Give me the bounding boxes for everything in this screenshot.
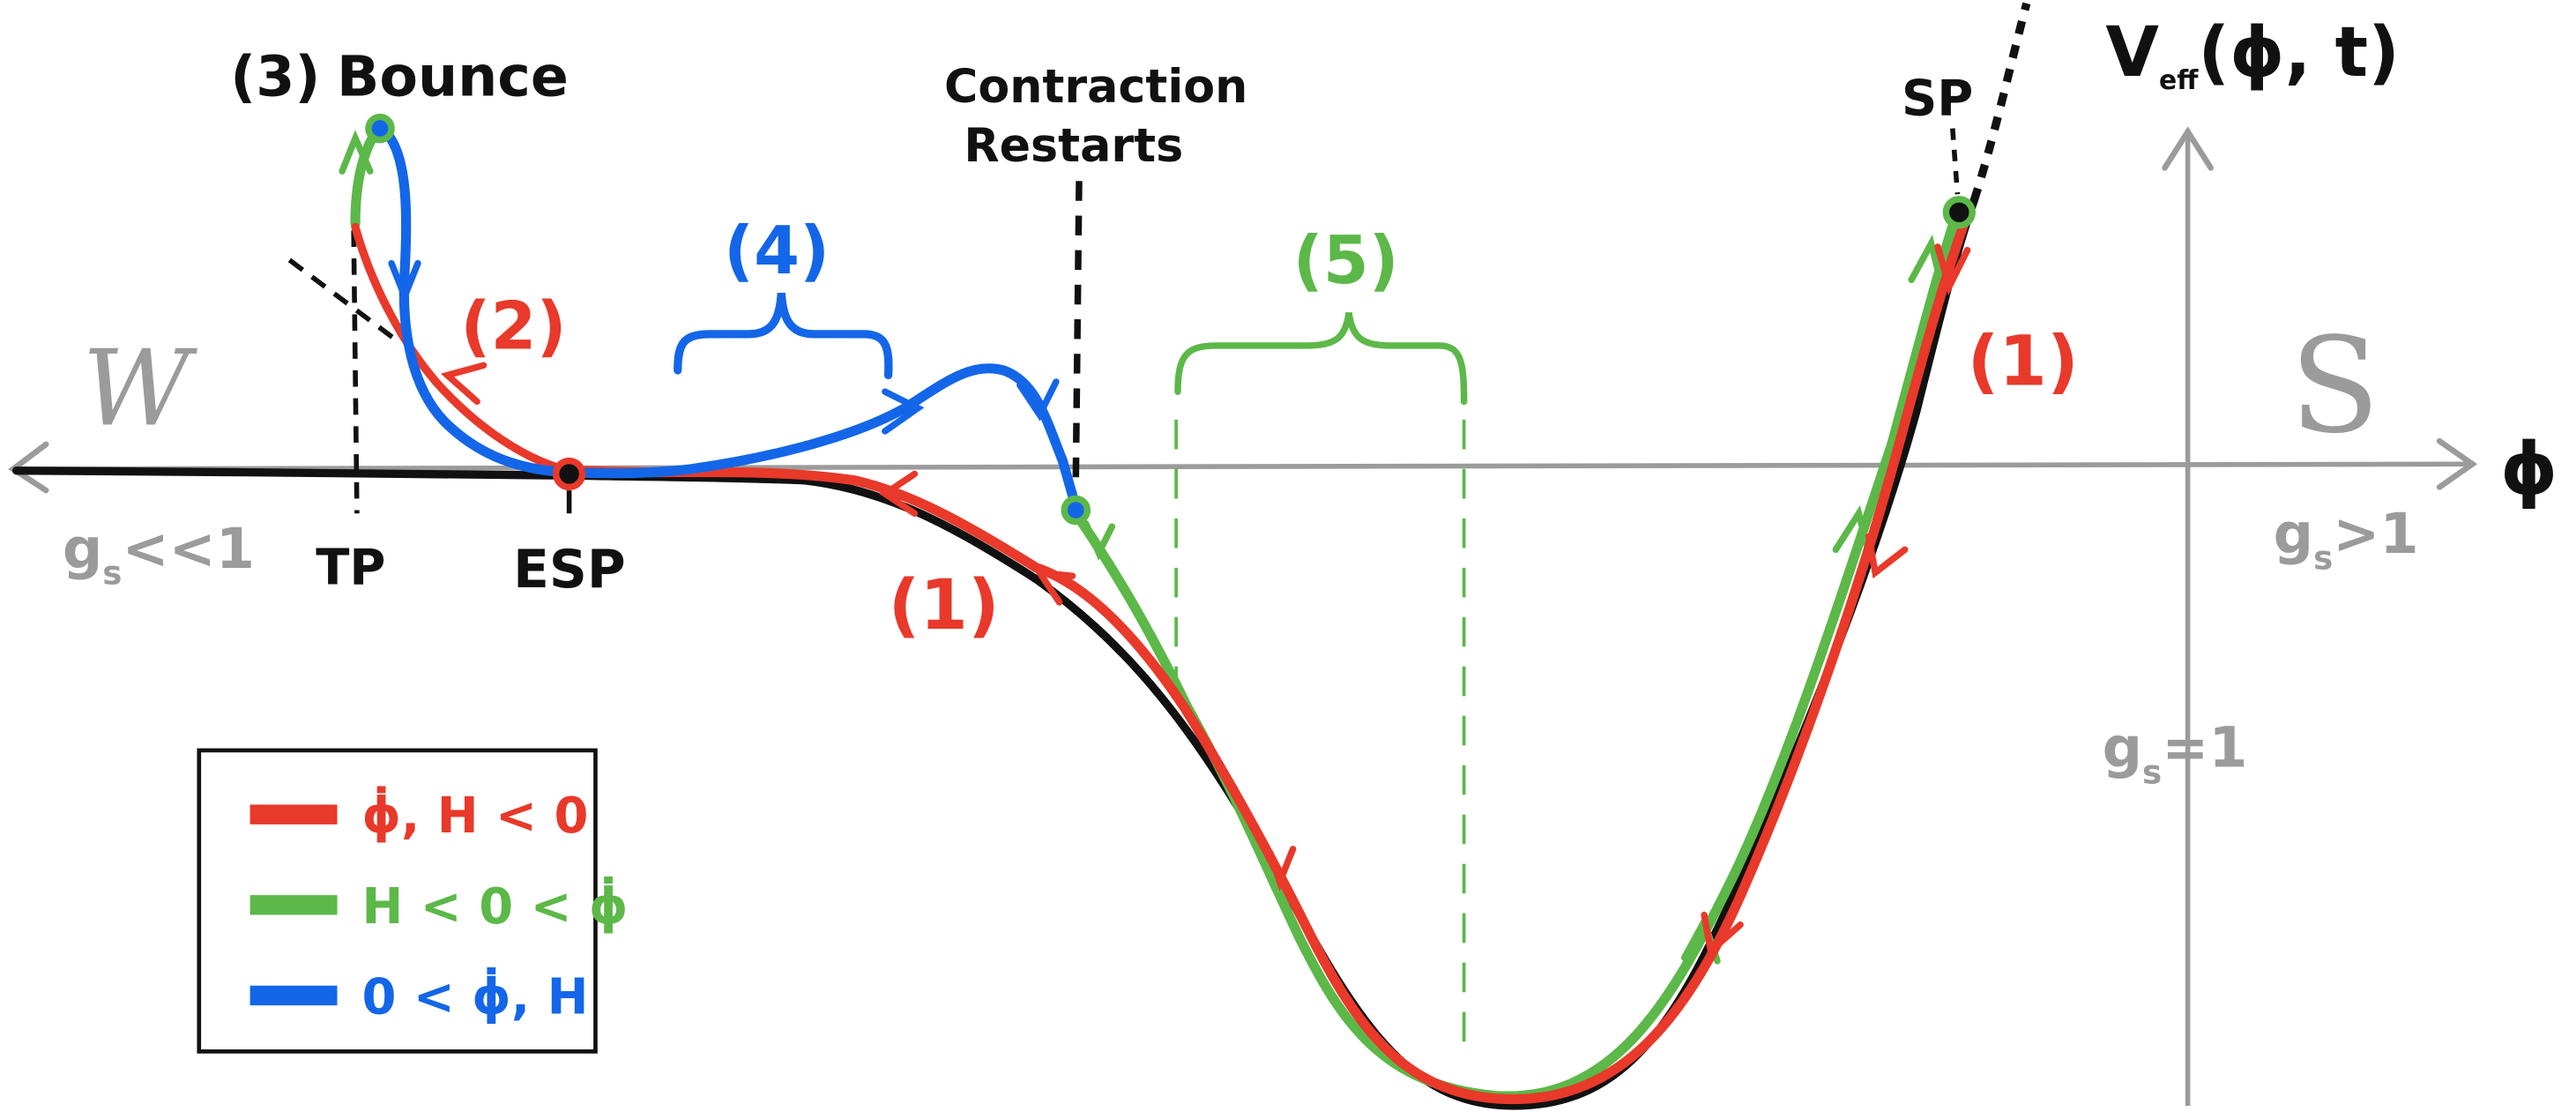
red-trajectory	[351, 209, 1973, 1105]
tp-dashed-line	[351, 230, 360, 514]
reference-lines	[287, 128, 1961, 514]
red-arrow-6	[879, 470, 919, 517]
axes	[8, 126, 2478, 1106]
weak-coupling-label: gs<<1	[63, 516, 255, 593]
blue-arrow-1	[388, 259, 421, 306]
red-arrow-4	[1266, 846, 1297, 892]
phase-5-label: (5)	[1293, 222, 1399, 299]
red-path-main	[564, 209, 1973, 1105]
red-arrow-5	[1032, 568, 1076, 606]
contraction-label-line-2: Restarts	[964, 120, 1183, 173]
blue-trajectory	[376, 123, 1081, 512]
blue-path-bounce	[376, 123, 1081, 512]
contraction-point	[1061, 495, 1091, 526]
labels: Veff(ϕ, t) ϕ W S gs<<1 gs>1 gs=1 TP ESP …	[63, 12, 2558, 791]
phase-2-label: (2)	[460, 288, 566, 365]
bounce-point	[365, 113, 395, 144]
points	[365, 113, 1976, 526]
phi-axis	[16, 461, 2471, 472]
left-region-letter: W	[82, 327, 197, 450]
red-arrow-3	[1701, 911, 1744, 958]
right-region-letter: S	[2289, 310, 2379, 463]
green-arrow-1	[1082, 519, 1116, 561]
red-arrow-7	[440, 362, 488, 406]
self-dual-label: gs=1	[2103, 715, 2248, 792]
phi-axis-label: ϕ	[2500, 428, 2557, 511]
contraction-label-line-1: Contraction	[944, 61, 1247, 114]
green-arrow-4	[1908, 235, 1945, 287]
esp-label: ESP	[513, 540, 626, 601]
phase-5-brace	[1174, 312, 1468, 406]
phase-1-right-label: (1)	[1968, 322, 2079, 402]
potential-title: Veff(ϕ, t)	[2105, 12, 2400, 96]
tangent-dashed-line	[287, 257, 397, 341]
potential-dotted-extension	[1969, 2, 2031, 203]
phase-5-region	[1174, 312, 1468, 1054]
esp-point	[552, 457, 586, 491]
red-arrow-1	[1934, 243, 1971, 295]
phi-axis-right-arrowhead	[2436, 437, 2478, 490]
legend-label-3: 0 < ϕ̇, H	[361, 967, 588, 1026]
red-path-bounce	[351, 222, 574, 475]
green-arrow-3	[1832, 504, 1872, 556]
blue-arrow-2	[882, 388, 925, 435]
phase-4-label: (4)	[724, 213, 830, 289]
legend-label-1: ϕ̇, H < 0	[361, 787, 588, 845]
legend: ϕ̇, H < 0 H < 0 < ϕ̇ 0 < ϕ̇, H	[197, 748, 629, 1054]
v-axis-arrowhead	[2162, 126, 2215, 171]
red-arrow-2	[1865, 533, 1909, 579]
legend-label-2: H < 0 < ϕ̇	[361, 877, 628, 936]
blue-arrow-3	[1016, 378, 1060, 421]
phase-4-brace	[674, 292, 893, 380]
sp-label: SP	[1902, 71, 1973, 128]
strong-coupling-label: gs>1	[2274, 501, 2419, 578]
green-arrow-5	[339, 130, 374, 175]
phase-1-left-label: (1)	[889, 565, 1000, 645]
sp-point	[1942, 196, 1976, 229]
contraction-dashed-line	[1072, 181, 1083, 481]
bounce-label: (3)Bounce	[230, 43, 569, 108]
sp-dashed-line	[1950, 128, 1961, 195]
tp-label: TP	[316, 539, 385, 596]
